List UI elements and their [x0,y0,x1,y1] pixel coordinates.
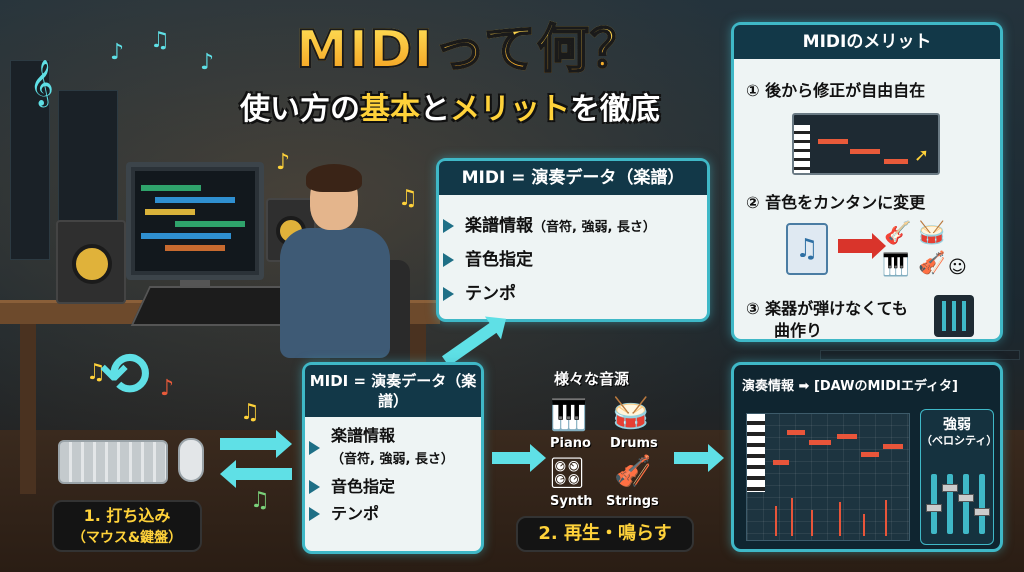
list-item: 楽譜情報（音符, 強弱, 長さ） [439,209,707,243]
item-note: （音符, 強弱, 長さ） [533,220,656,235]
right-arrow-icon [220,430,292,458]
cycle-arrow-icon: ⟲ [100,340,151,410]
smile-icon: ☺ [948,257,967,278]
midi-info-list: 楽譜情報 （音符, 強弱, 長さ） 音色指定 テンポ [305,425,481,525]
step1-label: 1. 打ち込み （マウス&鍵盤） [52,500,202,552]
page-title: MIDIって何？ [295,19,644,81]
panel-heading: MIDIのメリット [734,25,1000,59]
triangle-bullet-icon [309,441,320,455]
velocity-fader[interactable] [958,474,974,534]
violin-icon: 🎻 [918,251,946,276]
right-arrow-icon [492,444,546,472]
sounds-title: 様々な音源 [554,370,630,388]
step2-label: 2. 再生・鳴らす [516,516,694,552]
music-note-icon: ♫ [250,488,270,513]
music-note-icon: ♪ [160,376,175,401]
midi-info-list: 楽譜情報（音符, 強弱, 長さ） 音色指定 テンポ [439,209,707,311]
subtitle-highlight: メリット [450,92,570,127]
speaker-left [56,220,126,304]
desk-leg [20,324,36,494]
item-label: テンポ [465,284,516,304]
triangle-bullet-icon [443,219,454,233]
list-item: テンポ [305,503,481,525]
music-note-icon: ♫ [398,186,418,211]
piano-keys [747,414,765,492]
panel-heading: MIDI = 演奏データ（楽譜） [439,161,707,195]
drums-icon: 🥁 [612,396,650,431]
item-label: 音色指定 [331,477,396,496]
music-note-icon: ♪ [110,40,125,65]
midi-data-panel: MIDI = 演奏データ（楽譜） 楽譜情報 （音符, 強弱, 長さ） 音色指定 テ… [302,362,484,554]
page-subtitle: 使い方の基本とメリットを徹底 [240,90,660,130]
triangle-bullet-icon [309,480,320,494]
triangle-bullet-icon [309,507,320,521]
mouse-icon [178,438,204,482]
instrument-label: Strings [606,494,659,509]
treble-clef-icon: 𝄞 [30,60,54,106]
triangle-bullet-icon [443,253,454,267]
rack-shelf [820,350,1020,360]
item-label: 楽譜情報 [331,426,396,445]
velocity-fader[interactable] [974,474,990,534]
music-note-icon: ♪ [200,50,215,75]
guitar-icon: 🎸 [884,221,912,246]
merits-panel: MIDIのメリット ① 後から修正が自由自在 ➚ ② 音色をカンタンに変更 ♫ … [731,22,1003,342]
right-arrow-icon [674,444,724,472]
velocity-title: 強弱 [943,417,971,433]
merit-item: ① 後から修正が自由自在 [746,81,926,100]
music-note-icon: ♫ [150,28,170,53]
music-note-icon: ♪ [276,150,291,175]
instrument-label: Drums [610,436,658,451]
left-arrow-icon [220,460,292,488]
step1-subtitle: （マウス&鍵盤） [71,530,183,546]
list-item: 音色指定 [439,243,707,277]
cursor-icon: ➚ [914,145,930,166]
person-producer [270,164,400,400]
velocity-fader[interactable] [942,474,958,534]
music-note-icon: ♫ [240,400,260,425]
item-label: 楽譜情報 [465,216,533,236]
mixer-fader-icon [934,295,974,337]
instrument-label: Synth [550,494,593,509]
item-note: （音符, 強弱, 長さ） [331,452,454,467]
subtitle-text: 使い方の [240,92,360,127]
velocity-box: 強弱 （ベロシティ） [920,409,998,545]
daw-heading: 演奏情報 ➡ [DAWのMIDIエディタ] [742,379,958,394]
list-item: テンポ [439,277,707,311]
velocity-subtitle: （ベロシティ） [921,434,998,447]
violin-icon: 🎻 [614,454,652,489]
panel-heading: MIDI = 演奏データ（楽譜） [305,365,481,417]
item-label: テンポ [331,504,380,523]
merit-item: 曲作り [774,321,823,340]
pc-keyboard-icon [58,440,168,484]
subtitle-text: を徹底 [570,92,660,127]
music-file-icon: ♫ [786,223,828,275]
step1-title: 1. 打ち込み [83,506,171,525]
synth-icon: 🎹 [882,253,910,278]
midi-definition-panel: MIDI = 演奏データ（楽譜） 楽譜情報（音符, 強弱, 長さ） 音色指定 テ… [436,158,710,322]
list-item: 楽譜情報 （音符, 強弱, 長さ） [305,425,481,471]
merit-item: ③ 楽器が弾けなくても [746,299,908,318]
acoustic-panel [10,60,50,260]
list-item: 音色指定 [305,476,481,498]
drums-icon: 🥁 [918,221,946,246]
synth-icon: 🎛 [548,456,587,491]
subtitle-text: と [420,92,450,127]
daw-editor-panel: 演奏情報 ➡ [DAWのMIDIエディタ] 強弱 （ベロシティ） [731,362,1003,552]
piano-icon: 🎹 [550,398,588,433]
music-note-icon: ♫ [86,360,106,385]
piano-roll-thumbnail: ➚ [792,113,940,175]
merit-item: ② 音色をカンタンに変更 [746,193,926,212]
piano-roll-grid [746,413,910,541]
instrument-label: Piano [550,436,591,451]
item-label: 音色指定 [465,250,533,270]
triangle-bullet-icon [443,287,454,301]
subtitle-highlight: 基本 [360,92,420,127]
velocity-fader[interactable] [926,474,942,534]
red-arrow-icon [838,233,886,259]
computer-monitor [126,162,264,280]
